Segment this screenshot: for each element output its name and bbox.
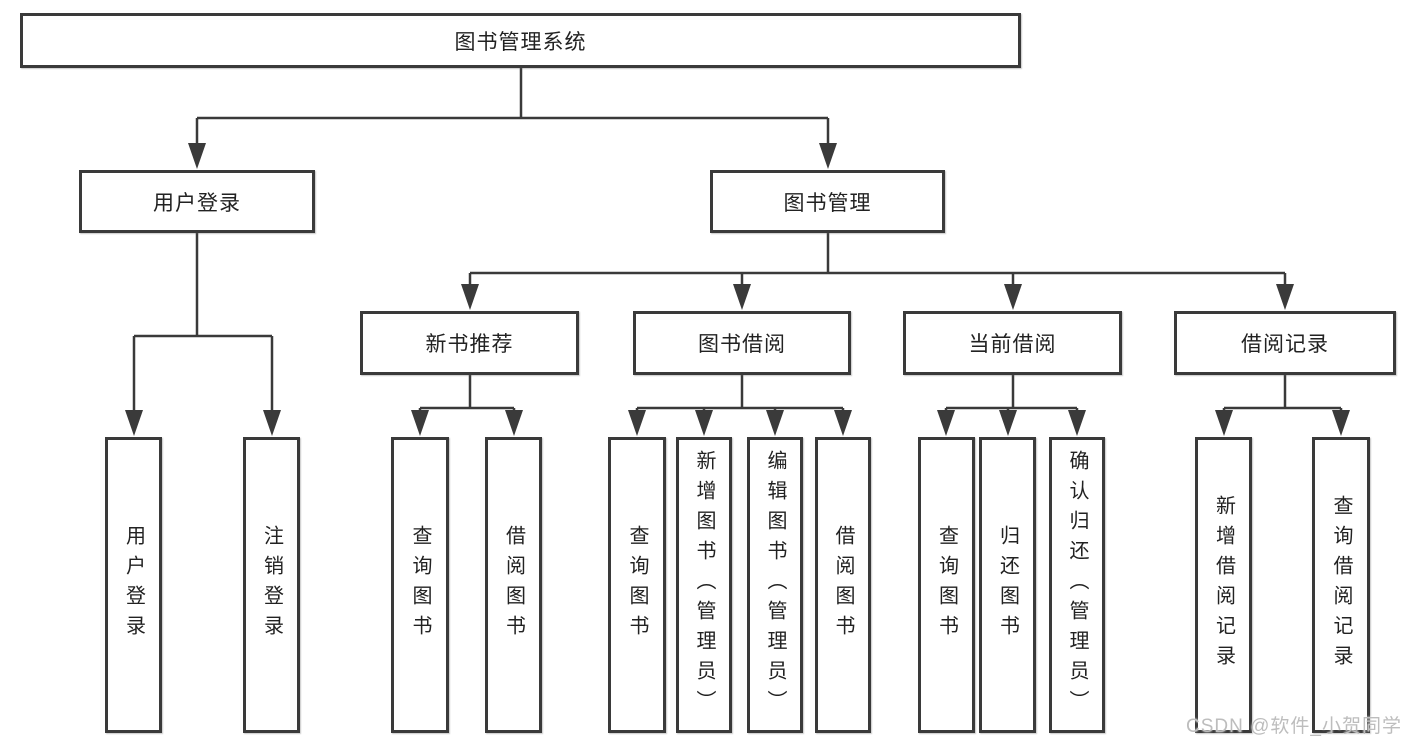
- node-label: 新增图书（管理员）: [693, 450, 715, 720]
- leaf-borrow-books-borrowing: 借阅图书: [815, 437, 871, 733]
- node-label: 编辑图书（管理员）: [764, 450, 786, 720]
- arrow-down-icon: [461, 284, 479, 310]
- arrow-down-icon: [1215, 410, 1233, 436]
- node-book-borrowing: 图书借阅: [633, 311, 851, 375]
- arrow-down-icon: [1276, 284, 1294, 310]
- arrow-down-icon: [1004, 284, 1022, 310]
- leaf-borrow-books-recommend: 借阅图书: [485, 437, 542, 733]
- arrow-down-icon: [628, 410, 646, 436]
- node-label: 图书借阅: [698, 333, 786, 356]
- arrow-down-icon: [188, 143, 206, 169]
- arrow-down-icon: [999, 410, 1017, 436]
- arrow-down-icon: [125, 410, 143, 436]
- node-library-management-system: 图书管理系统: [20, 13, 1021, 68]
- arrow-down-icon: [819, 143, 837, 169]
- node-label: 当前借阅: [968, 333, 1057, 356]
- node-label: 新书推荐: [425, 333, 514, 356]
- node-label: 查询图书: [409, 525, 431, 645]
- arrow-down-icon: [505, 410, 523, 436]
- arrow-down-icon: [733, 284, 751, 310]
- node-label: 借阅记录: [1241, 333, 1329, 356]
- node-label: 确认归还（管理员）: [1066, 450, 1088, 720]
- node-label: 图书管理: [783, 191, 872, 215]
- leaf-user-login: 用户登录: [105, 437, 162, 733]
- node-new-book-recommendation: 新书推荐: [360, 311, 579, 375]
- leaf-confirm-return-admin: 确认归还（管理员）: [1049, 437, 1105, 733]
- csdn-watermark: CSDN @软件_小贺同学: [1186, 716, 1402, 737]
- node-user-login: 用户登录: [79, 170, 315, 233]
- leaf-query-borrow-record: 查询借阅记录: [1312, 437, 1370, 733]
- arrow-down-icon: [411, 410, 429, 436]
- node-borrowing-records: 借阅记录: [1174, 311, 1396, 375]
- node-label: 图书管理系统: [454, 30, 587, 54]
- leaf-edit-book-admin: 编辑图书（管理员）: [747, 437, 803, 733]
- arrow-down-icon: [1068, 410, 1086, 436]
- node-label: 归还图书: [996, 525, 1019, 645]
- node-label: 用户登录: [122, 525, 145, 645]
- leaf-logout: 注销登录: [243, 437, 300, 733]
- node-label: 查询图书: [626, 525, 648, 645]
- arrowhead-group: [125, 143, 1350, 436]
- node-label: 查询图书: [935, 525, 958, 645]
- node-label: 用户登录: [153, 191, 241, 215]
- leaf-query-books-borrowing: 查询图书: [608, 437, 666, 733]
- leaf-return-books: 归还图书: [979, 437, 1036, 733]
- leaf-add-borrow-record: 新增借阅记录: [1195, 437, 1252, 733]
- node-label: 注销登录: [260, 525, 283, 645]
- node-book-management: 图书管理: [710, 170, 945, 233]
- node-current-borrowing: 当前借阅: [903, 311, 1122, 375]
- arrow-down-icon: [766, 410, 784, 436]
- node-label: 借阅图书: [502, 525, 525, 645]
- arrow-down-icon: [1332, 410, 1350, 436]
- node-label: 查询借阅记录: [1330, 495, 1352, 675]
- arrow-down-icon: [834, 410, 852, 436]
- leaf-query-books-recommend: 查询图书: [391, 437, 449, 733]
- arrow-down-icon: [695, 410, 713, 436]
- arrow-down-icon: [937, 410, 955, 436]
- node-label: 借阅图书: [832, 525, 854, 645]
- arrow-down-icon: [263, 410, 281, 436]
- connector-line-group: [132, 68, 1343, 412]
- node-label: 新增借阅记录: [1212, 495, 1235, 675]
- leaf-add-book-admin: 新增图书（管理员）: [676, 437, 732, 733]
- leaf-query-books-current: 查询图书: [918, 437, 975, 733]
